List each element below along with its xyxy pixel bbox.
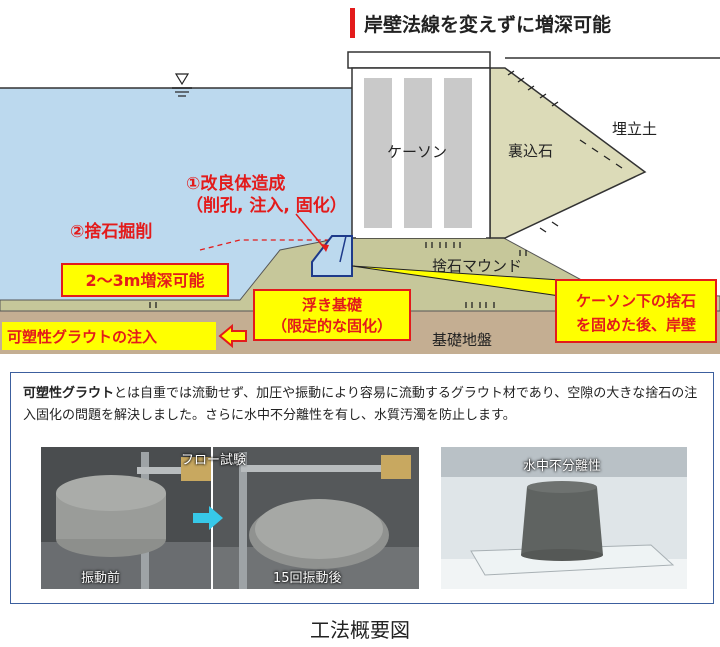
grout-injection-label: 可塑性グラウトの注入 [7,328,157,346]
caisson-note-box [555,279,717,343]
backfill-stone-label: 裏込石 [508,142,553,160]
description-text: 可塑性グラウトとは自重では流動せず、加圧や振動により容易に流動するグラウト材であ… [23,383,703,427]
water-level-icon [172,73,192,97]
step2-title: ②捨石掘削 [70,221,152,242]
description-bold-term: 可塑性グラウト [23,386,115,401]
figure-caption: 工法概要図 [310,618,410,642]
foundation-ground-label: 基礎地盤 [432,331,492,349]
flow-test-title: フロー試験 [181,453,247,468]
headline: 岸壁法線を変えずに増深可能 [364,13,611,36]
rubble-hatch-marks [149,70,623,308]
caisson-note-line2: を固めた後、岸壁 [576,316,696,334]
cross-section-diagram: 岸壁法線を変えずに増深可能 埋立土 基礎地盤 捨石マウンド 裏込石 [0,8,720,354]
floating-foundation-subtitle: （限定的な固化） [272,317,392,335]
grout-injection-label-bg [2,322,216,350]
floating-foundation-title: 浮き基礎 [302,296,363,314]
caisson-label: ケーソン [387,143,447,161]
reclaimed-soil-label: 埋立土 [612,120,657,138]
description-panel: 可塑性グラウトとは自重では流動せず、加圧や振動により容易に流動するグラウト材であ… [10,372,714,604]
underwater-photo: 水中不分離性 [441,447,687,589]
caisson [347,51,491,239]
improved-body-outline [311,235,353,277]
deepen-callout-text: 2～3m増深可能 [86,271,205,290]
floating-foundation-box [253,289,411,341]
after-vibration-label: 15回振動後 [273,571,342,586]
rubble-mound-label: 捨石マウンド [432,257,522,275]
caisson-note-line1: ケーソン下の捨石 [576,292,696,310]
flow-test-photo: フロー試験 振動前 15回振動後 [41,447,419,589]
step1-title: ①改良体造成 [186,173,285,194]
headline-accent-bar [350,8,355,38]
underwater-title: 水中不分離性 [523,459,602,474]
step1-subtitle: （削孔, 注入, 固化） [186,195,347,216]
grout-injection-arrow-icon [218,323,247,349]
cyan-arrow-icon [193,506,223,530]
before-vibration-label: 振動前 [81,571,121,586]
description-body: とは自重では流動せず、加圧や振動により容易に流動するグラウト材であり、空隙の大き… [23,386,698,423]
deepen-callout-box [61,263,229,297]
excavation-dashed-outline [199,239,345,251]
